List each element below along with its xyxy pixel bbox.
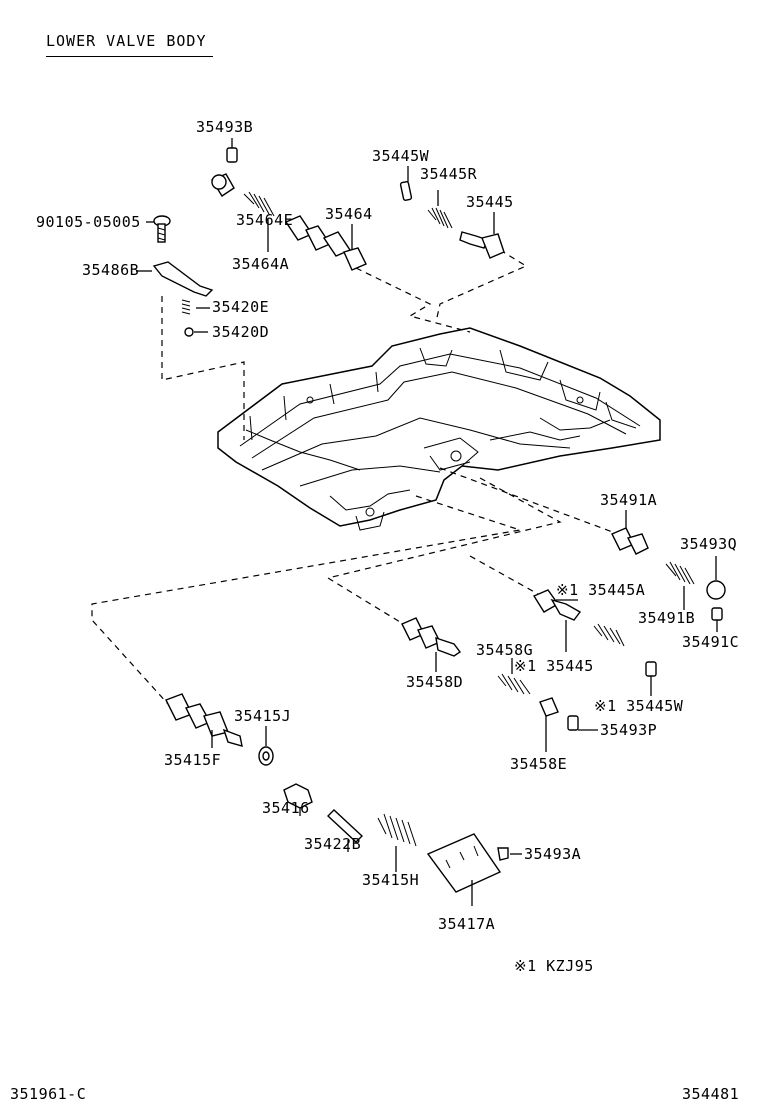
- part-35493A-clip: [497, 847, 522, 861]
- footnote: ※1 KZJ95: [514, 957, 594, 975]
- label-35491C: 35491C: [682, 633, 740, 651]
- part-35491B-spring: [665, 561, 695, 610]
- label-35420E: 35420E: [212, 298, 270, 316]
- alignment-lines: [91, 249, 619, 705]
- part-35417A-sleeve: [426, 833, 502, 906]
- part-35415F-valve: [165, 693, 243, 748]
- part-35422B-pin: [326, 809, 364, 852]
- label-35416: 35416: [262, 799, 310, 817]
- label-35458E: 35458E: [510, 755, 568, 773]
- part-bolt-90105-05005: [146, 215, 171, 243]
- label-35415F: 35415F: [164, 751, 222, 769]
- part-35486B-clamp: [136, 261, 214, 297]
- part-35445W-bottom: [645, 661, 657, 696]
- label-35445W-top: 35445W: [372, 147, 430, 165]
- part-35416-plug: [283, 783, 313, 816]
- part-35445-mid-spring: [565, 620, 625, 652]
- label-35420D: 35420D: [212, 323, 270, 341]
- label-35415H: 35415H: [362, 871, 420, 889]
- diagram-title: LOWER VALVE BODY: [46, 32, 213, 57]
- label-35445R: 35445R: [420, 165, 478, 183]
- label-35458G: 35458G: [476, 641, 534, 659]
- label-90105-05005: 90105-05005: [36, 213, 141, 231]
- label-35445-mid: ※1 35445: [514, 657, 594, 675]
- part-35458G-spring: [497, 658, 531, 695]
- part-35445A-valve: [532, 589, 582, 621]
- part-35464E: [210, 173, 235, 197]
- valve-body-casting: [217, 327, 661, 531]
- part-35493Q-plug: [706, 556, 726, 600]
- label-35464E: 35464E: [236, 211, 294, 229]
- part-35420D-ball: [184, 327, 208, 337]
- label-35445A: ※1 35445A: [556, 581, 646, 599]
- part-35458E-plug: [539, 697, 559, 752]
- label-35415J: 35415J: [234, 707, 292, 725]
- part-35458D-valve: [401, 617, 462, 672]
- figure-id-left: 351961-C: [10, 1085, 87, 1103]
- figure-id-right: 354481: [682, 1085, 740, 1103]
- part-35493P-block: [567, 715, 598, 731]
- part-35445R-spring: [427, 190, 453, 229]
- part-35415H-spring: [377, 813, 417, 872]
- part-35415J-ring: [258, 726, 274, 766]
- label-35464: 35464: [325, 205, 373, 223]
- part-35464-valve: [284, 215, 367, 271]
- label-35493A: 35493A: [524, 845, 582, 863]
- label-35491A: 35491A: [600, 491, 658, 509]
- label-35491B: 35491B: [638, 609, 696, 627]
- part-35445W-top: [399, 166, 413, 201]
- part-35464A-spring: [243, 191, 275, 252]
- label-35417A: 35417A: [438, 915, 496, 933]
- part-35491C-block: [711, 607, 723, 632]
- label-35458D: 35458D: [406, 673, 464, 691]
- label-35493P: 35493P: [600, 721, 658, 739]
- part-35420E-spring: [181, 299, 210, 315]
- label-35493B: 35493B: [196, 118, 254, 136]
- label-35422B: 35422B: [304, 835, 362, 853]
- label-35486B: 35486B: [82, 261, 140, 279]
- label-35445-top: 35445: [466, 193, 514, 211]
- part-35493B: [226, 138, 238, 163]
- label-35464A: 35464A: [232, 255, 290, 273]
- part-35445-top-valve: [459, 212, 505, 259]
- part-35491A-valve: [611, 510, 649, 555]
- label-35445W-bottom: ※1 35445W: [594, 697, 684, 715]
- label-35493Q: 35493Q: [680, 535, 738, 553]
